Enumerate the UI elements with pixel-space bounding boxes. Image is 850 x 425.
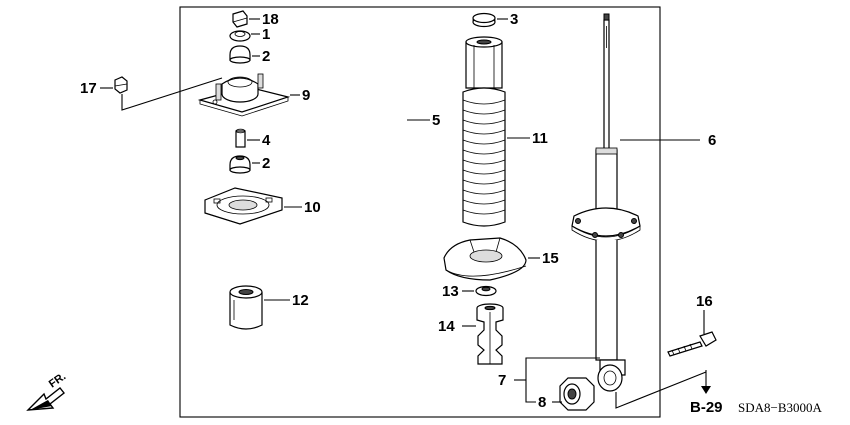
callout-8: 8 <box>538 394 546 411</box>
callout-11: 11 <box>532 130 548 147</box>
callout-12: 12 <box>292 292 309 309</box>
callout-2b: 2 <box>262 155 270 172</box>
part-15-lower-seat <box>443 237 527 281</box>
part-16-bolt <box>667 331 717 357</box>
callout-3: 3 <box>510 11 518 28</box>
part-2-bushing-lower <box>229 155 251 174</box>
front-marker: FR. <box>47 370 68 390</box>
reference-code: B-29 <box>690 399 723 416</box>
diagram-part-code: SDA8−B3000A <box>738 400 823 415</box>
part-11-dust-boot <box>462 36 506 227</box>
callout-13: 13 <box>442 283 459 300</box>
callout-1: 1 <box>262 26 270 43</box>
callout-5: 5 <box>432 112 440 129</box>
callout-17: 17 <box>80 80 97 97</box>
part-2-bushing-upper <box>229 45 251 64</box>
part-14-bump-stop <box>476 303 504 365</box>
part-8-bushing <box>559 377 595 411</box>
callout-7: 7 <box>498 372 506 389</box>
callout-10: 10 <box>304 199 321 216</box>
part-10-spring-seat <box>204 187 283 225</box>
callout-2a: 2 <box>262 48 270 65</box>
callout-16: 16 <box>696 293 713 310</box>
callout-15: 15 <box>542 250 559 267</box>
front-arrow-icon <box>26 387 65 411</box>
part-5-coil-spring <box>330 17 408 247</box>
part-4-collar <box>235 128 246 148</box>
part-1-washer <box>229 30 251 42</box>
callout-18: 18 <box>262 11 279 28</box>
callout-9: 9 <box>302 87 310 104</box>
part-17-nut <box>114 76 128 94</box>
callout-14: 14 <box>438 318 455 335</box>
part-12-bump-rubber <box>229 285 263 330</box>
diagram-frame <box>179 6 661 418</box>
part-18-nut <box>232 10 248 28</box>
part-9-upper-mount <box>197 73 291 117</box>
part-3-cap <box>472 12 496 28</box>
part-6-shock-absorber <box>571 13 641 392</box>
part-13-washer <box>475 285 497 297</box>
callout-4: 4 <box>262 132 271 149</box>
callout-6: 6 <box>708 132 716 149</box>
